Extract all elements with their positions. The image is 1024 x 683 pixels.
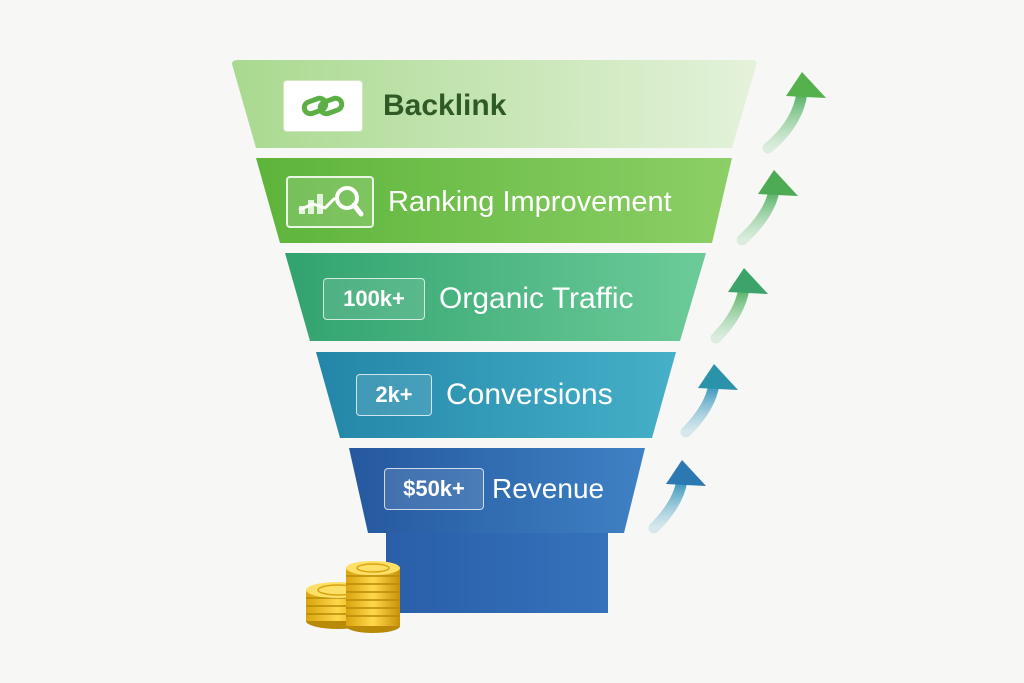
stage-metric-badge: 2k+	[356, 374, 432, 416]
stage-metric-badge: $50k+	[384, 468, 484, 510]
upward-arrow-icon	[762, 72, 826, 154]
upward-arrow-icon	[648, 460, 706, 534]
link-icon	[283, 80, 363, 132]
upward-arrow-icon	[680, 364, 738, 438]
funnel-stage-conversions	[316, 352, 676, 438]
stage-revenue-label: $50k+ Revenue	[384, 468, 604, 510]
stage-ranking-label: Ranking Improvement	[286, 176, 672, 228]
stage-label-text: Backlink	[383, 89, 507, 122]
stage-conversions-label: 2k+ Conversions	[356, 374, 613, 416]
funnel-stage-revenue	[349, 448, 645, 533]
stage-label-text: Organic Traffic	[439, 282, 634, 315]
upward-arrow-icon	[710, 268, 768, 344]
stage-label-text: Ranking Improvement	[388, 185, 672, 218]
stage-metric-badge: 100k+	[323, 278, 425, 320]
stage-backlink-label: Backlink	[283, 80, 506, 132]
stage-traffic-label: 100k+ Organic Traffic	[323, 278, 634, 320]
stage-label-text: Conversions	[446, 378, 613, 411]
funnel-stage-ranking	[256, 158, 732, 243]
coin-stack-icon	[306, 561, 400, 633]
upward-arrow-icon	[736, 170, 798, 246]
search-analytics-icon	[286, 176, 374, 228]
stage-label-text: Revenue	[492, 473, 605, 504]
funnel-base	[386, 533, 608, 613]
funnel-stage-backlink	[232, 60, 757, 148]
